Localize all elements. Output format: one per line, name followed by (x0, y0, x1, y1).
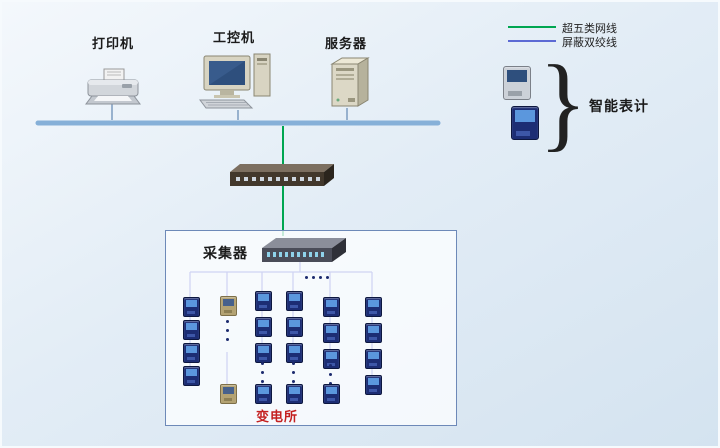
meter-icon (255, 343, 272, 363)
meter-icon (220, 384, 237, 404)
meter-icon (183, 320, 200, 340)
ellipsis-dots-vertical (226, 320, 229, 323)
printer-icon (82, 68, 144, 113)
industrial-pc-label: 工控机 (213, 30, 256, 45)
substation-label: 变电所 (256, 409, 299, 424)
meter-icon (286, 384, 303, 404)
substation-box (165, 230, 457, 426)
meter-icon (255, 317, 272, 337)
printer-label: 打印机 (92, 36, 135, 51)
meter-icon (365, 375, 382, 395)
meter-icon (255, 384, 272, 404)
brace-glyph: } (539, 43, 587, 162)
ellipsis-dots-vertical (292, 362, 295, 365)
smart-meter-icon (503, 66, 531, 100)
server-icon (326, 56, 370, 113)
collector-label: 采集器 (203, 247, 248, 262)
meter-icon (286, 291, 303, 311)
meter-icon (365, 323, 382, 343)
ethernet-switch-icon (230, 164, 334, 191)
meter-icon (323, 384, 340, 404)
meter-icon (286, 317, 303, 337)
ellipsis-dots-horizontal (305, 276, 308, 279)
meter-icon (255, 291, 272, 311)
meter-icon (183, 297, 200, 317)
meter-icon (286, 343, 303, 363)
legend-cat5-label: 超五类网线 (562, 23, 617, 35)
meter-icon (365, 297, 382, 317)
meter-icon (183, 343, 200, 363)
meter-icon (365, 349, 382, 369)
ellipsis-dots-vertical (329, 364, 332, 367)
smart-meter-icon (511, 106, 539, 140)
ellipsis-dots-vertical (261, 362, 264, 365)
smart-meters-label: 智能表计 (589, 100, 649, 115)
meter-icon (183, 366, 200, 386)
meter-icon (220, 296, 237, 316)
industrial-pc-icon (198, 52, 278, 115)
meter-icon (323, 323, 340, 343)
meter-icon (323, 297, 340, 317)
server-label: 服务器 (325, 36, 368, 51)
legend-twisted-pair-label: 屏蔽双绞线 (562, 37, 617, 49)
collector-icon (262, 236, 346, 267)
